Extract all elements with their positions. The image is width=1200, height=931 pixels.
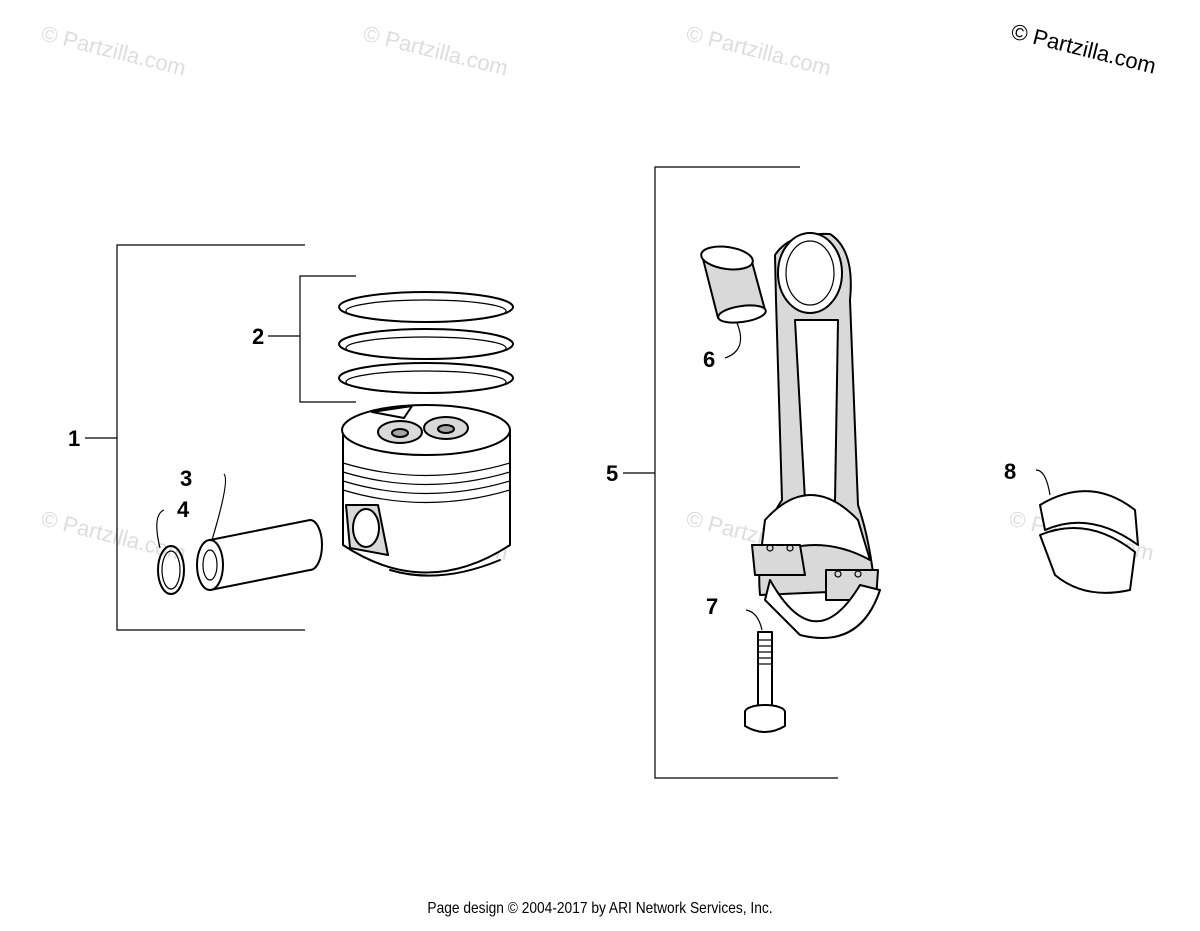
callout-1[interactable]: 1 [68,426,80,451]
watermark: © Partzilla.com [361,21,511,81]
watermark: © Partzilla.com [39,21,189,81]
callout-8[interactable]: 8 [1004,459,1016,484]
piston[interactable] [341,404,511,577]
piston-pin[interactable]: 3 [180,466,323,591]
connecting-rod-bracket: 5 [606,166,838,779]
footer-copyright: Page design © 2004-2017 by ARI Network S… [427,900,773,917]
piston-rings[interactable] [338,291,514,394]
circlip[interactable]: 4 [156,497,190,595]
callout-5[interactable]: 5 [606,461,618,486]
rod-bolt[interactable]: 7 [706,594,786,733]
watermark-layer: © Partzilla.com © Partzilla.com © Partzi… [39,19,1159,566]
small-end-bushing[interactable]: 6 [700,243,767,372]
callout-4[interactable]: 4 [177,497,190,522]
bearing-shell[interactable]: 8 [1004,459,1139,594]
connecting-rod[interactable] [751,232,881,639]
piston-assembly-bracket: 1 [68,244,305,631]
callout-6[interactable]: 6 [703,347,715,372]
callout-2[interactable]: 2 [252,324,264,349]
watermark: © Partzilla.com [39,506,189,566]
piston-rings-bracket: 2 [252,275,356,403]
callout-7[interactable]: 7 [706,594,718,619]
watermark: © Partzilla.com [684,21,834,81]
callout-3[interactable]: 3 [180,466,192,491]
corner-watermark: © Partzilla.com [1009,19,1159,79]
